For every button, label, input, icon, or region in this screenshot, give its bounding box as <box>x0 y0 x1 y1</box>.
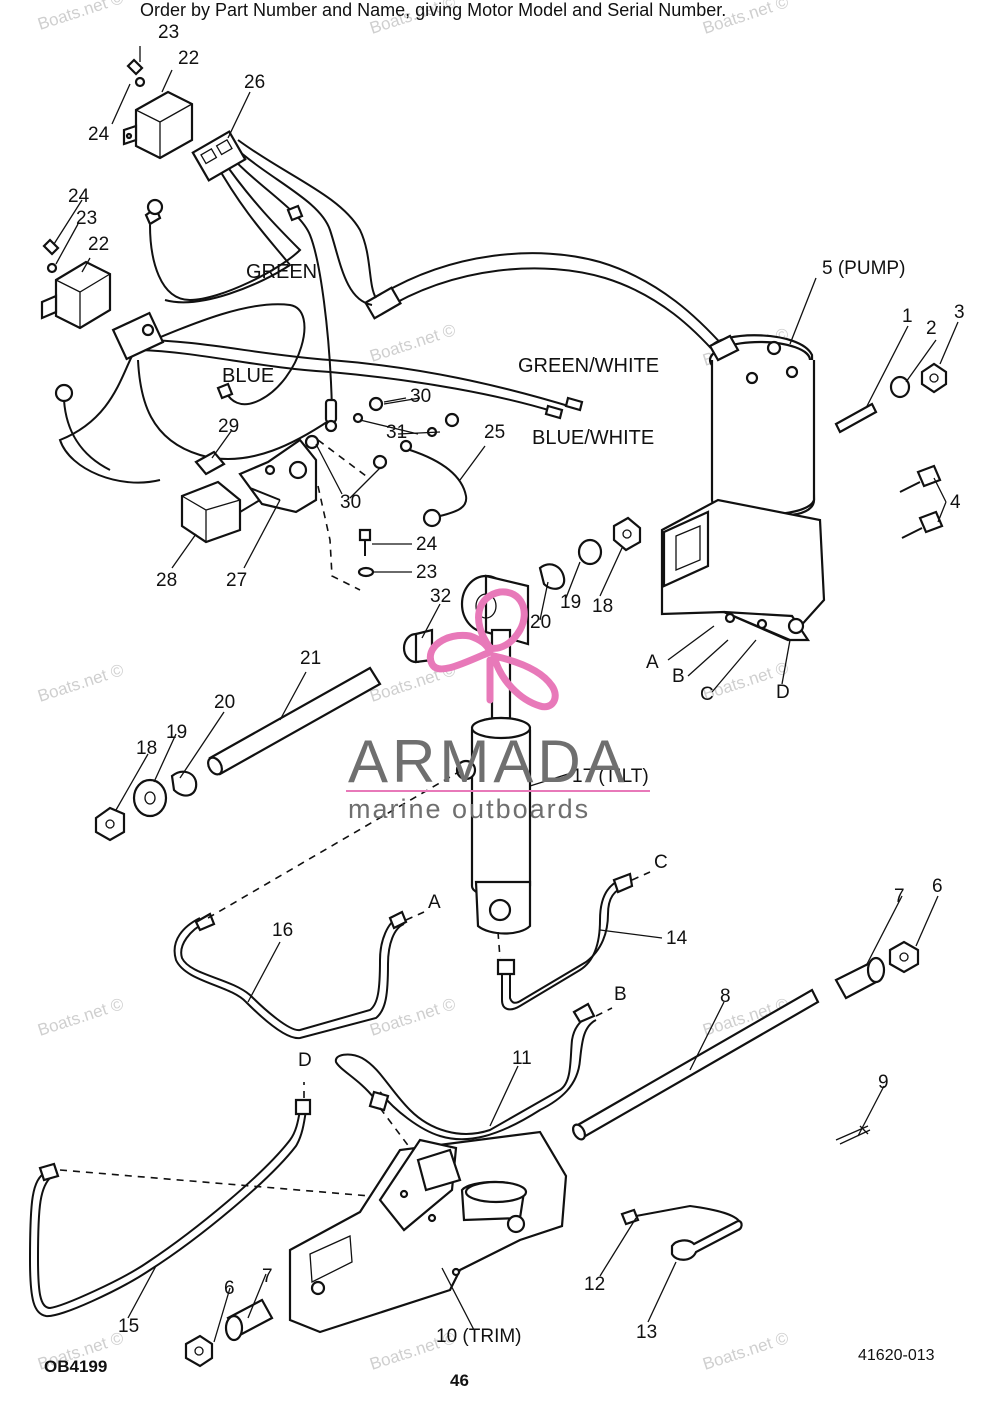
callout-23: 23 <box>76 208 97 229</box>
callout-13: 13 <box>636 1322 657 1343</box>
port-label-b: B <box>614 984 627 1005</box>
bracket-assembly <box>180 396 460 591</box>
wire-label-green-white: GREEN/WHITE <box>518 355 659 377</box>
callout-22: 22 <box>88 234 109 255</box>
wire-label-blue-white: BLUE/WHITE <box>532 427 654 449</box>
port-label-a: A <box>428 892 441 913</box>
port-label-a: A <box>646 652 659 673</box>
logo-tagline: marine outboards <box>348 794 590 824</box>
tilt-cylinder-17 <box>402 516 642 935</box>
callout-leaders <box>53 46 959 1343</box>
callout-1: 1 <box>902 306 913 327</box>
trim-unit-10 <box>184 940 920 1368</box>
pump-hardware <box>834 362 948 539</box>
callout-32: 32 <box>430 586 451 607</box>
callout-7: 7 <box>894 886 905 907</box>
callout-11: 11 <box>512 1048 532 1069</box>
callout-6: 6 <box>224 1278 235 1299</box>
figure-code-left: OB4199 <box>44 1357 107 1376</box>
port-label-b: B <box>672 666 685 687</box>
callout-23: 23 <box>158 22 179 43</box>
watermark: Boats.net © <box>367 994 458 1040</box>
callout-18: 18 <box>136 738 157 759</box>
connector-lower <box>111 311 165 361</box>
callout-31: 31 <box>386 422 407 443</box>
callout-24: 24 <box>68 186 90 207</box>
callout-23: 23 <box>416 562 437 583</box>
ground-wire-25 <box>399 439 468 528</box>
screws-upper <box>42 58 146 274</box>
callout-19: 19 <box>560 592 581 613</box>
wiring-harness <box>54 139 726 484</box>
armada-logo: ARMADA marine outboards <box>346 588 650 824</box>
callout-10-trim: 10 (TRIM) <box>436 1326 522 1347</box>
watermark: Boats.net © <box>35 0 126 34</box>
callout-labels: 23 22 26 24 24 23 22 GREEN BLUE GREEN/WH… <box>68 22 965 1347</box>
callout-4: 4 <box>950 492 961 513</box>
logo-brand: ARMADA <box>348 728 629 795</box>
callout-15: 15 <box>118 1316 139 1337</box>
wire-label-blue: BLUE <box>222 365 274 387</box>
callout-6: 6 <box>932 876 943 897</box>
callout-3: 3 <box>954 302 965 323</box>
figure-code-right: 41620-013 <box>858 1347 935 1364</box>
callout-22: 22 <box>178 48 199 69</box>
hydraulic-lines <box>28 769 651 1318</box>
callout-14: 14 <box>666 928 688 949</box>
watermark: Boats.net © <box>35 660 126 706</box>
callout-7: 7 <box>262 1266 273 1287</box>
callout-24: 24 <box>88 124 110 145</box>
callout-19: 19 <box>166 722 187 743</box>
watermark: Boats.net © <box>35 994 126 1040</box>
relay-22-upper <box>122 90 194 160</box>
callout-24: 24 <box>416 534 438 555</box>
logo-emblem <box>426 588 559 711</box>
callout-26: 26 <box>244 72 265 93</box>
callout-21: 21 <box>300 648 321 669</box>
port-label-c: C <box>700 684 714 705</box>
port-label-c: C <box>654 852 668 873</box>
callout-28: 28 <box>156 570 177 591</box>
callout-30: 30 <box>340 492 361 513</box>
callout-16: 16 <box>272 920 293 941</box>
callout-17-tilt: 17 (TILT) <box>572 766 649 787</box>
watermark: Boats.net © <box>367 320 458 366</box>
page-number: 46 <box>450 1371 469 1390</box>
connector-26 <box>191 130 247 182</box>
pump-5 <box>660 334 826 642</box>
callout-20: 20 <box>214 692 235 713</box>
header-instruction: Order by Part Number and Name, giving Mo… <box>140 0 726 20</box>
callout-9: 9 <box>878 1072 889 1093</box>
port-label-d: D <box>298 1050 312 1071</box>
callout-25: 25 <box>484 422 505 443</box>
callout-20: 20 <box>530 612 551 633</box>
wire-label-green: GREEN <box>246 261 317 283</box>
callout-8: 8 <box>720 986 731 1007</box>
callout-5-pump: 5 (PUMP) <box>822 258 905 279</box>
relay-22-lower <box>40 260 112 330</box>
callout-18: 18 <box>592 596 613 617</box>
callout-30: 30 <box>410 386 431 407</box>
callout-27: 27 <box>226 570 247 591</box>
pivot-pin-21 <box>94 666 382 842</box>
watermark: Boats.net © <box>700 1328 791 1374</box>
callout-12: 12 <box>584 1274 605 1295</box>
port-label-d: D <box>776 682 790 703</box>
callout-29: 29 <box>218 416 239 437</box>
callout-2: 2 <box>926 318 937 339</box>
